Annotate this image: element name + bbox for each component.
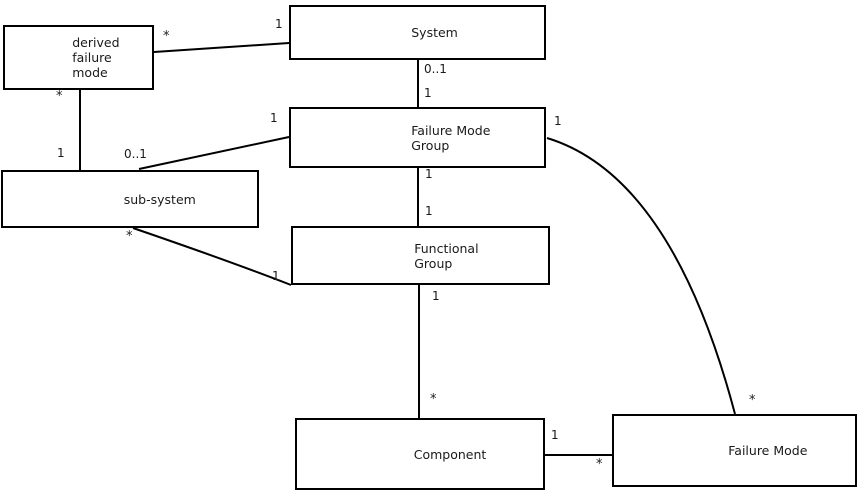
uml-class-sub-system[interactable]: sub-system: [1, 170, 259, 228]
class-name-label: sub-system: [123, 191, 196, 207]
multiplicity-label-component--failure-mode-source: 1: [551, 428, 559, 442]
multiplicity-label-system--failure-mode-group-source: 0..1: [424, 62, 447, 76]
uml-class-functional-group[interactable]: Functional Group: [291, 226, 550, 285]
association-line-sub-system--functional-group: [132, 227, 292, 286]
multiplicity-label-derived-failure-mode--sub-system-target: 1: [57, 146, 65, 160]
class-name-label: Failure Mode Group: [411, 122, 491, 153]
multiplicity-label-sub-system--failure-mode-group-source: 0..1: [124, 147, 147, 161]
uml-class-system[interactable]: System: [289, 5, 546, 60]
multiplicity-label-sub-system--failure-mode-group-target: 1: [270, 111, 278, 125]
uml-class-failure-mode[interactable]: Failure Mode: [612, 414, 857, 487]
multiplicity-label-derived-failure-mode--system-source: *: [163, 29, 170, 44]
multiplicity-label-functional-group--component-source: 1: [432, 289, 440, 303]
multiplicity-label-failure-mode-group--failure-mode-target: *: [749, 393, 756, 408]
uml-class-derived-failure-mode[interactable]: derived failure mode: [3, 25, 154, 90]
class-name-label: System: [411, 25, 458, 40]
multiplicity-label-derived-failure-mode--sub-system-source: *: [56, 89, 63, 104]
class-name-label: Failure Mode: [728, 443, 808, 458]
multiplicity-label-failure-mode-group--functional-group-target: 1: [425, 204, 433, 218]
class-name-label: Component: [413, 446, 487, 462]
multiplicity-label-functional-group--component-target: *: [430, 392, 437, 407]
multiplicity-label-sub-system--functional-group-source: *: [126, 229, 133, 244]
uml-class-failure-mode-group[interactable]: Failure Mode Group: [289, 107, 546, 168]
multiplicity-label-failure-mode-group--functional-group-source: 1: [425, 167, 433, 181]
association-line-derived-failure-mode--system: [153, 42, 290, 53]
association-line-sub-system--failure-mode-group: [138, 136, 290, 170]
multiplicity-label-failure-mode-group--failure-mode-source: 1: [554, 114, 562, 128]
class-name-label: Functional Group: [414, 240, 479, 271]
uml-class-component[interactable]: Component: [295, 418, 545, 490]
multiplicity-label-sub-system--functional-group-target: 1: [272, 269, 280, 283]
multiplicity-label-system--failure-mode-group-target: 1: [424, 86, 432, 100]
multiplicity-label-component--failure-mode-target: *: [596, 457, 603, 472]
association-line-failure-mode-group--failure-mode: [546, 137, 736, 415]
multiplicity-label-derived-failure-mode--system-target: 1: [275, 17, 283, 31]
class-name-label: derived failure mode: [72, 35, 120, 80]
